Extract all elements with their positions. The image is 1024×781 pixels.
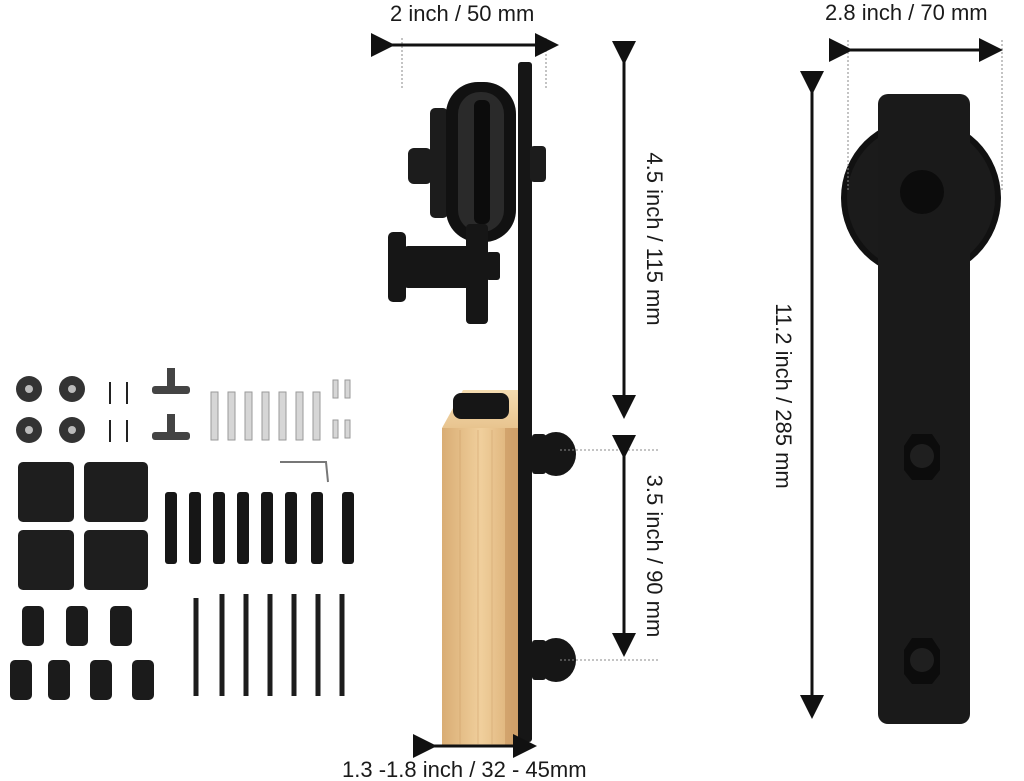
strap-front [878, 94, 970, 724]
bolt-spacing-label: 3.5 inch / 90 mm [642, 474, 667, 638]
front-bolt-top [904, 434, 940, 480]
door-block [442, 390, 532, 746]
floor-guide-brackets [18, 462, 148, 590]
front-bolt-bottom [904, 638, 940, 684]
door-thickness-label: 1.3 -1.8 inch / 32 - 45mm [342, 757, 587, 781]
hanger-top-height-label: 4.5 inch / 115 mm [642, 152, 667, 326]
long-bolts [165, 492, 354, 564]
strap-side [518, 62, 532, 742]
bolt-nut-top [532, 432, 576, 476]
rail-thickness-label: 2 inch / 50 mm [390, 1, 535, 26]
anti-jump-block [453, 393, 509, 419]
hardware-kit [10, 368, 354, 700]
front-view-hanger [841, 94, 1001, 724]
wall-anchors [210, 379, 351, 441]
front-dimension-lines [800, 38, 1003, 719]
spacers [10, 606, 154, 700]
hanger-total-height-label: 11.2 inch / 285 mm [771, 303, 796, 489]
floor-guide-caps [16, 376, 85, 443]
side-view-hanger [388, 62, 576, 746]
allen-key [280, 461, 329, 483]
side-dimension-lines [371, 33, 660, 758]
bolt-nut-bottom [532, 638, 576, 682]
wheel-side [408, 82, 546, 242]
small-screws [109, 382, 128, 442]
lag-screws [193, 594, 345, 696]
t-stoppers [152, 368, 190, 440]
strap-width-label: 2.8 inch / 70 mm [825, 0, 988, 25]
stopper-side [388, 224, 500, 324]
wheel-axle-bolt [900, 170, 944, 214]
